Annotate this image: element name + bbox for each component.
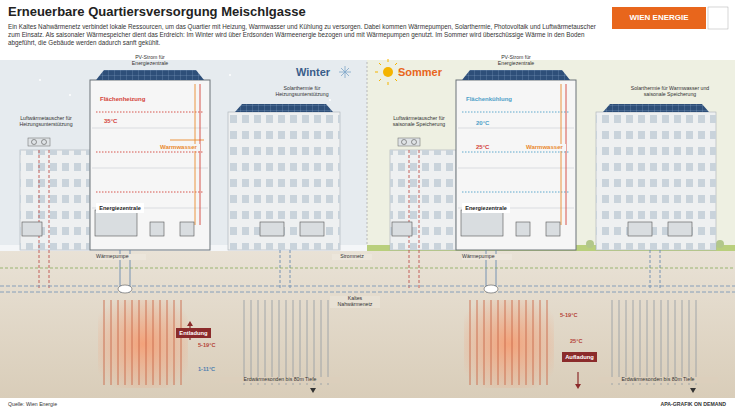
- label: Stromnetz: [332, 254, 372, 260]
- node-text: Aufladung: [562, 354, 597, 360]
- label: 5-19°C: [560, 312, 600, 318]
- label: Sommer: [398, 66, 448, 79]
- label: Quelle: Wien Energie: [8, 402, 108, 408]
- title: Erneuerbare Quartiersversorgung Meischlg…: [8, 5, 306, 20]
- label: Warmwasser: [160, 144, 200, 151]
- status-box: Aufladung: [562, 352, 597, 362]
- label: 20°C: [476, 120, 506, 127]
- label: 25°C: [476, 144, 506, 151]
- label: Solarthermie für Warmwasser und saisonal…: [625, 86, 715, 98]
- label: PV-Strom für Energiezentrale: [484, 55, 548, 67]
- label: Flächenkühlung: [466, 96, 526, 103]
- label: 1-11°C: [198, 366, 238, 372]
- label: Wärmepumpe: [96, 254, 146, 260]
- intro-text: Ein Kaltes Nahwärmenetz verbindet lokale…: [8, 23, 600, 48]
- label: Luftwärmetauscher für Heizungsunterstütz…: [10, 116, 82, 128]
- node-text: Energiezentrale: [96, 205, 144, 211]
- label: Winter: [296, 66, 336, 79]
- node-text: Energiezentrale: [462, 205, 510, 211]
- label: APA-GRAFIK ON DEMAND: [626, 402, 726, 408]
- label: Erdwärmesonden bis 80m Tiefe: [220, 377, 340, 383]
- label: PV-Strom für Energiezentrale: [118, 55, 182, 67]
- label: Flächenheizung: [100, 96, 160, 103]
- node-text: Entladung: [176, 330, 211, 336]
- status-box: Entladung: [176, 328, 211, 338]
- logo-text: WIEN ENERGIE: [614, 13, 704, 22]
- label: Luftwärmetauscher für saisonale Speicher…: [384, 116, 454, 128]
- label: Solarthermie für Heizungsunterstützung: [262, 86, 342, 98]
- plant-box: Energiezentrale: [96, 203, 144, 213]
- plant-box: Energiezentrale: [462, 203, 510, 213]
- label: Wärmepumpe: [462, 254, 512, 260]
- label: Warmwasser: [526, 144, 566, 151]
- label: Kaltes Nahwärmenetz: [330, 296, 380, 308]
- label: 35°C: [104, 118, 134, 125]
- label: 5-19°C: [198, 342, 238, 348]
- label: 25°C: [570, 338, 600, 344]
- label: Erdwärmesonden bis 80m Tiefe: [598, 377, 718, 383]
